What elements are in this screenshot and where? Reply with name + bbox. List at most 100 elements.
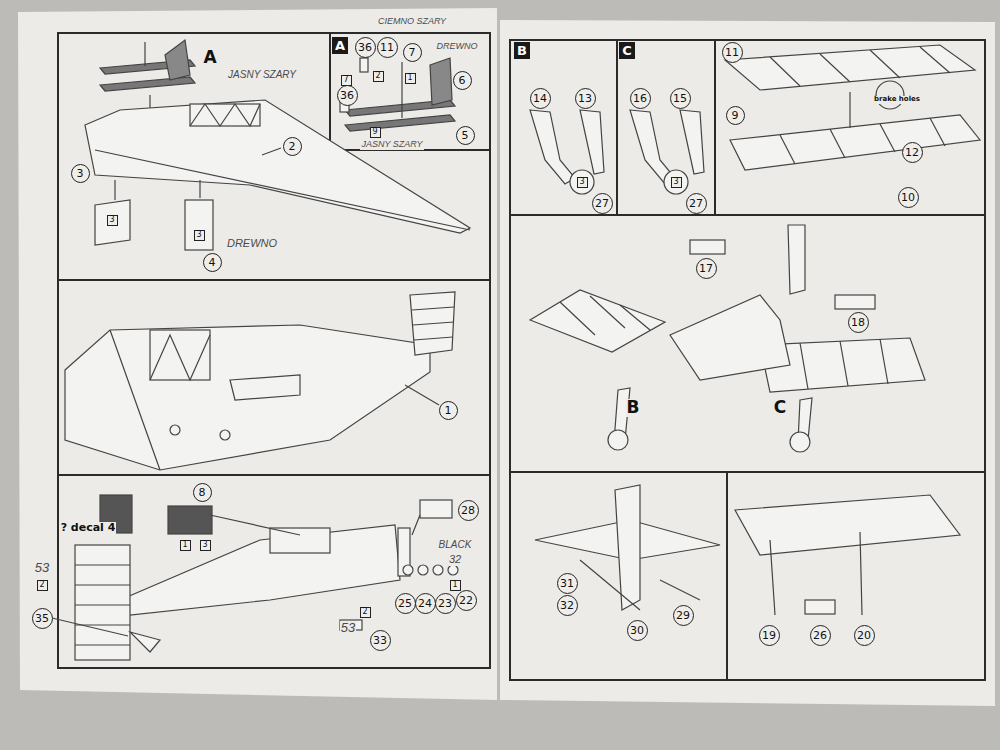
part-number-square-text: 9 bbox=[372, 128, 377, 136]
callout-number: 25 bbox=[395, 593, 416, 614]
callout-number-text: 4 bbox=[209, 257, 216, 268]
panel-frames bbox=[58, 33, 985, 680]
paint-note: 53 bbox=[340, 621, 356, 635]
step-letter: A bbox=[202, 49, 217, 67]
part-number-square-text: 2 bbox=[375, 72, 380, 80]
callout-number-text: 1 bbox=[445, 405, 452, 416]
callout-number: 12 bbox=[902, 142, 923, 163]
callout-number: 15 bbox=[670, 88, 691, 109]
callout-number: 11 bbox=[722, 42, 743, 63]
callout-number: 1 bbox=[439, 401, 458, 420]
callout-number-text: 13 bbox=[578, 93, 592, 104]
callout-number-text: 18 bbox=[851, 317, 865, 328]
callout-number-text: 27 bbox=[595, 198, 609, 209]
part-number-square-text: 2 bbox=[362, 608, 367, 616]
part-number-square: 3 bbox=[194, 230, 205, 241]
callout-number-text: 11 bbox=[725, 47, 739, 58]
callout-number: 28 bbox=[458, 500, 479, 521]
callout-number-text: 10 bbox=[901, 192, 915, 203]
callout-number-text: 6 bbox=[459, 75, 466, 86]
callout-number: 29 bbox=[673, 605, 694, 626]
callout-number: 16 bbox=[630, 88, 651, 109]
part-number-square: 2 bbox=[373, 71, 384, 82]
callout-number: 5 bbox=[456, 126, 475, 145]
paint-note: JASNY SZARY bbox=[227, 70, 297, 81]
step-letter-box-text: C bbox=[622, 44, 632, 57]
part-number-square: 2 bbox=[37, 580, 48, 591]
callout-number: 17 bbox=[696, 258, 717, 279]
part-number-square-text: 1 bbox=[407, 74, 412, 82]
callout-number: 14 bbox=[530, 88, 551, 109]
paint-note: DREWNO bbox=[226, 238, 278, 250]
part-number-square-text: 1 bbox=[182, 541, 187, 549]
callout-number-text: 22 bbox=[459, 595, 473, 606]
part-number-square: 1 bbox=[450, 580, 461, 591]
paint-note: CIEMNO SZARY bbox=[377, 17, 447, 26]
callout-number-text: 14 bbox=[533, 93, 547, 104]
part-number-square-text: 1 bbox=[452, 581, 457, 589]
callout-number-text: 27 bbox=[689, 198, 703, 209]
part-number-square: 7 bbox=[341, 75, 352, 86]
callout-number-text: 30 bbox=[630, 625, 644, 636]
part-number-square-text: 3 bbox=[109, 216, 114, 224]
step-letter-box-text: A bbox=[335, 39, 345, 52]
callout-number: 35 bbox=[32, 608, 53, 629]
callout-number-text: 2 bbox=[289, 141, 296, 152]
callout-number: 9 bbox=[726, 106, 745, 125]
part-number-square-text: 3 bbox=[196, 231, 201, 239]
step-letter-box: C bbox=[619, 42, 635, 59]
part-number-square: 1 bbox=[180, 540, 191, 551]
paint-note: 53 bbox=[34, 561, 50, 575]
part-number-square: 9 bbox=[370, 127, 381, 138]
callout-number-text: 31 bbox=[560, 578, 574, 589]
callout-number-text: 25 bbox=[398, 598, 412, 609]
callout-number: 6 bbox=[453, 71, 472, 90]
callout-number-text: 23 bbox=[438, 598, 452, 609]
callout-number: 30 bbox=[627, 620, 648, 641]
paint-note: JASNY SZARY bbox=[360, 140, 423, 149]
callout-number-text: 15 bbox=[673, 93, 687, 104]
paint-note: DREWNO bbox=[436, 42, 479, 51]
callout-number-text: 17 bbox=[699, 263, 713, 274]
callout-number-text: 11 bbox=[380, 42, 394, 53]
part-number-square-text: 7 bbox=[343, 76, 348, 84]
callout-number-text: 20 bbox=[857, 630, 871, 641]
callout-number-text: 3 bbox=[77, 168, 84, 179]
callout-number-text: 9 bbox=[732, 110, 739, 121]
step-letter-box-text: B bbox=[517, 44, 527, 57]
callout-number: 20 bbox=[854, 625, 875, 646]
callout-number-text: 28 bbox=[461, 505, 475, 516]
paint-note: 32 bbox=[448, 554, 462, 566]
callout-number: 26 bbox=[810, 625, 831, 646]
callout-number: 10 bbox=[898, 187, 919, 208]
part-number-square: 3 bbox=[671, 177, 682, 188]
part-number-square-text: 2 bbox=[39, 581, 44, 589]
part-number-square-text: 3 bbox=[579, 178, 584, 186]
callout-number: 32 bbox=[557, 595, 578, 616]
callout-number: 7 bbox=[403, 43, 422, 62]
callout-number-text: 36 bbox=[358, 42, 372, 53]
callout-number: 36 bbox=[337, 85, 358, 106]
right-sheet bbox=[500, 20, 995, 706]
step-letter: B bbox=[626, 399, 641, 417]
callout-number-text: 26 bbox=[813, 630, 827, 641]
callout-number-text: 35 bbox=[35, 613, 49, 624]
paint-note: BLACK bbox=[438, 540, 473, 551]
part-number-square-text: 3 bbox=[673, 178, 678, 186]
callout-number: 31 bbox=[557, 573, 578, 594]
part-number-square: 1 bbox=[405, 73, 416, 84]
step-letter-box: A bbox=[332, 37, 348, 54]
callout-number: 23 bbox=[435, 593, 456, 614]
callout-number: 11 bbox=[377, 37, 398, 58]
callout-number: 18 bbox=[848, 312, 869, 333]
callout-number-text: 19 bbox=[762, 630, 776, 641]
callout-number: 27 bbox=[686, 193, 707, 214]
part-number-square: 2 bbox=[360, 607, 371, 618]
callout-number: 8 bbox=[193, 483, 212, 502]
callout-number-text: 29 bbox=[676, 610, 690, 621]
callout-number: 2 bbox=[283, 137, 302, 156]
callout-number-text: 8 bbox=[199, 487, 206, 498]
callout-number-text: 24 bbox=[418, 598, 432, 609]
part-drawings bbox=[52, 40, 980, 660]
